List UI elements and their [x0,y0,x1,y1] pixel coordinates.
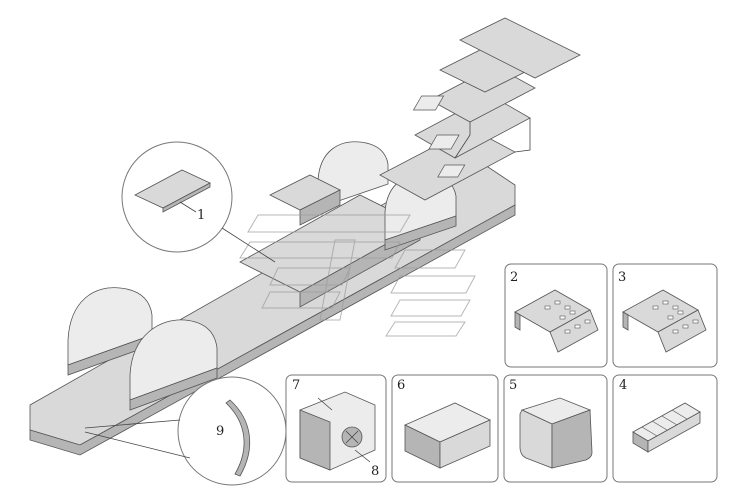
part-box-4: 4 [612,374,718,483]
detail-circle-9 [177,376,287,486]
wheel-arch-rear-right-side [129,367,218,411]
label-leader-8 [354,449,371,463]
part-box-3: 3 [612,263,718,368]
cab-floor-panel-top [459,17,581,79]
callout-detail-1: 1 [121,141,276,263]
callout-detail-9: 9 [84,376,287,486]
part-3-holes [652,300,699,334]
label-3: 3 [618,270,626,285]
wheel-arch-front-right-side [384,215,457,251]
label-9: 9 [216,424,224,439]
part-5-side [551,409,593,469]
leader-line-9b [84,431,191,459]
part-2-side [514,311,521,331]
part-box-2: 2 [504,263,608,368]
part-4-ridges [641,409,688,437]
floor-base-side [29,204,516,456]
wheel-arch-rear-right [129,319,218,401]
label-8: 8 [371,464,379,479]
part-box-5: 5 [503,374,608,483]
part-3-side [622,311,629,331]
cab-hatch-2 [428,134,460,150]
label-1: 1 [197,208,205,223]
leader-line-1 [221,227,276,263]
watermark-logo [239,214,476,337]
explode-guide-1 [454,122,471,159]
part-6-side [439,419,491,469]
part-5-front [519,409,553,469]
label-leader-1 [179,201,197,213]
part-4-side [647,411,701,453]
label-2: 2 [510,270,518,285]
wheel-arch-rear-left [67,287,153,366]
label-6: 6 [397,378,405,393]
part-7-front [299,409,331,471]
label-leader-7 [317,397,333,411]
cab-hatch-1 [412,95,445,111]
detail-panel-1-edge [162,182,211,213]
leader-line-9a [84,419,181,429]
part-box-7: 7 8 [285,374,387,483]
label-5: 5 [509,378,517,393]
part-box-6: 6 [391,374,499,483]
tunnel-block-side [299,189,341,226]
label-7: 7 [292,378,300,393]
label-4: 4 [619,378,627,393]
cab-hatch-3 [437,164,466,178]
detail-strip-9 [225,399,251,477]
part-7-vent-blade-b [345,430,359,444]
explode-guide-2 [514,118,531,153]
part-2-holes [544,300,591,334]
